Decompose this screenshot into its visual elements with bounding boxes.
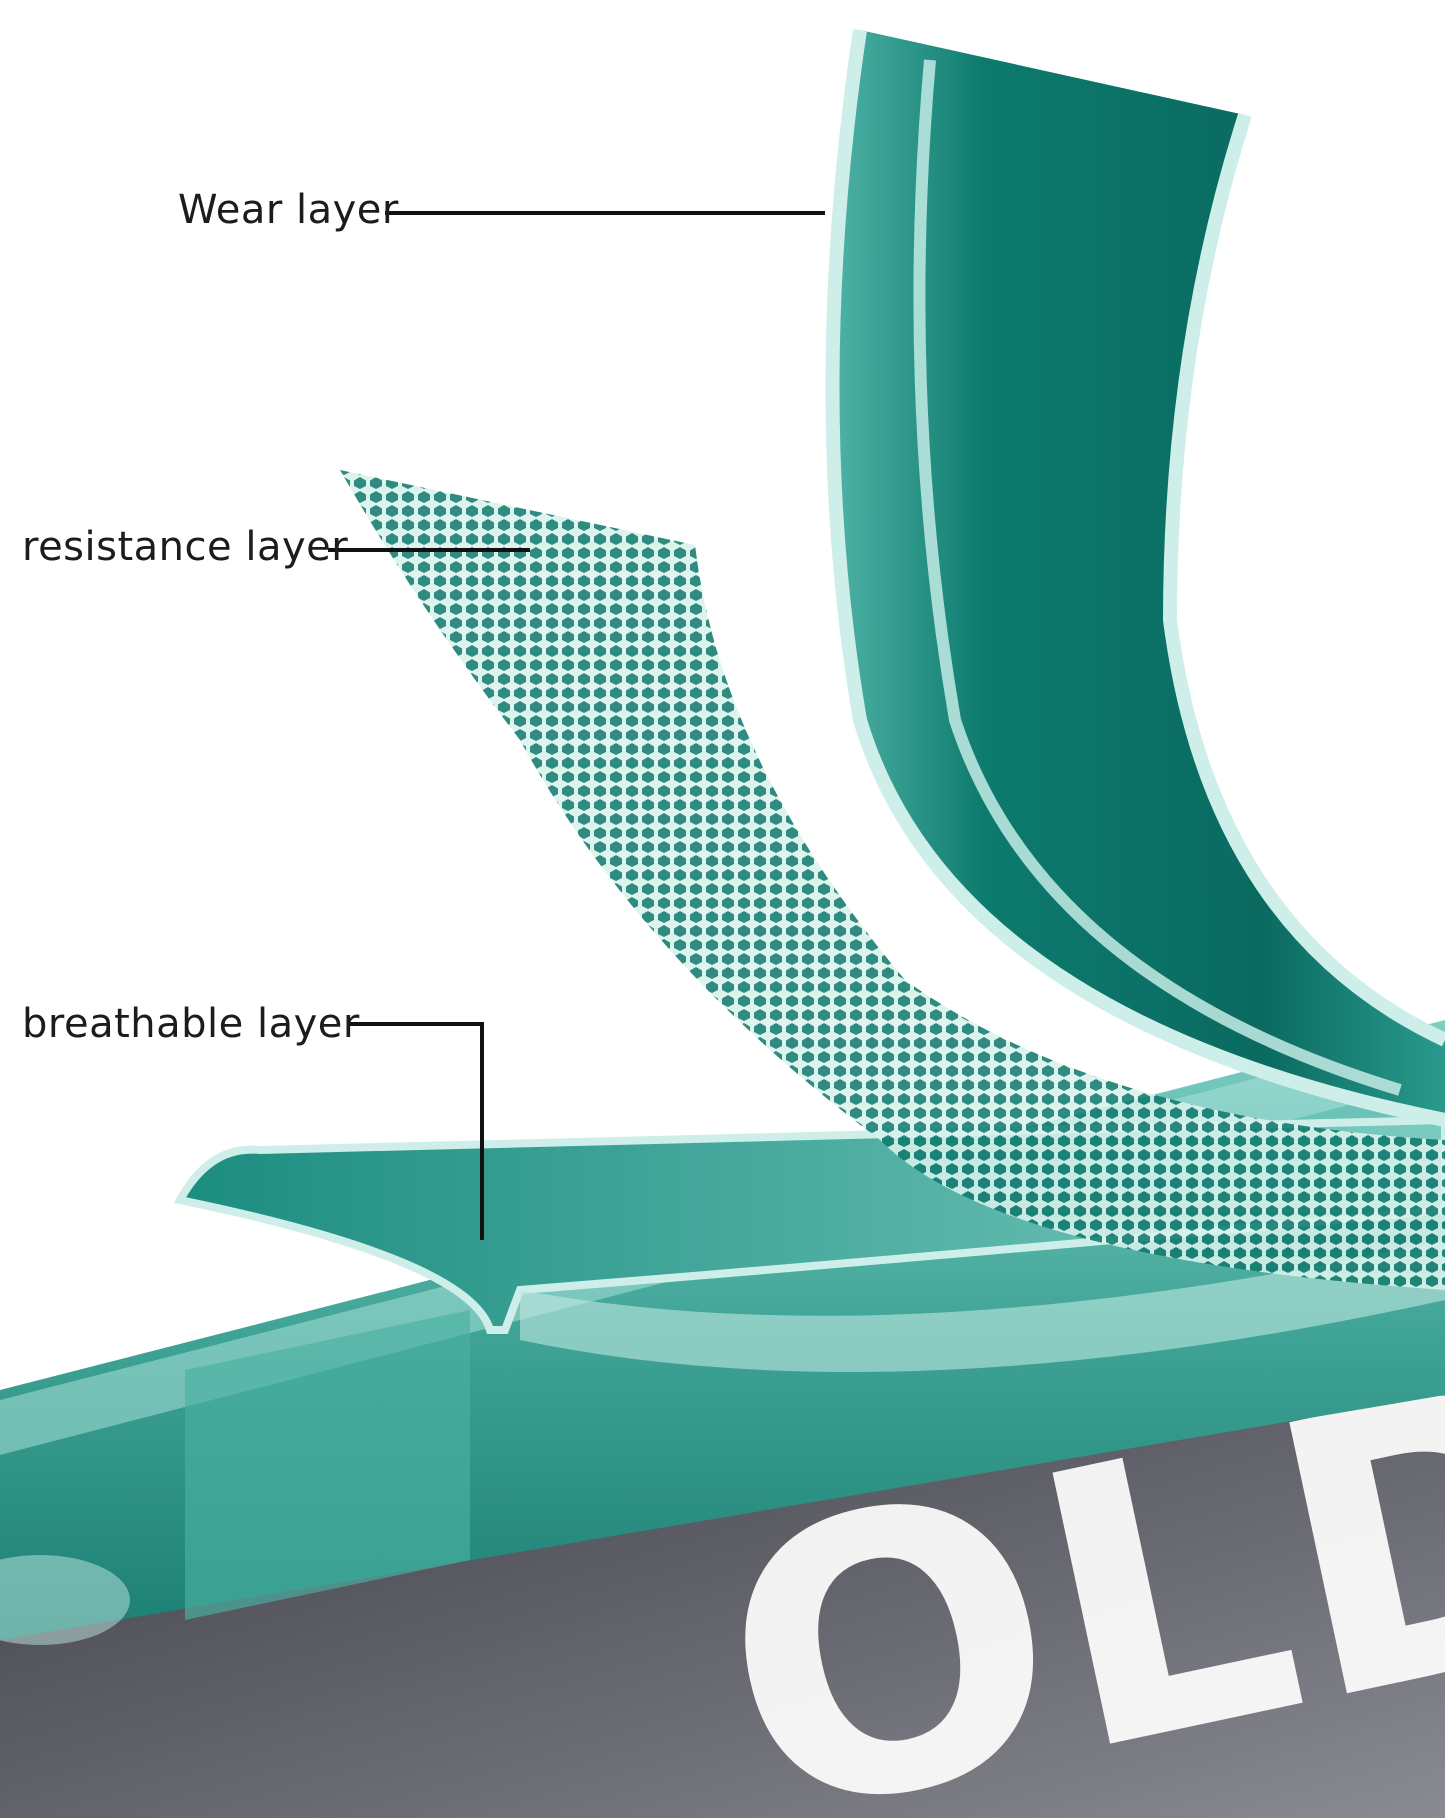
callout-leaders bbox=[328, 211, 825, 1240]
resistance-layer bbox=[340, 470, 1445, 1290]
wear-layer bbox=[825, 28, 1445, 1127]
breathable-layer-label: breathable layer bbox=[22, 1001, 360, 1047]
resistance-layer-label: resistance layer bbox=[22, 524, 349, 570]
wear-layer-label: Wear layer bbox=[178, 187, 399, 233]
breathable-leader-line bbox=[350, 1022, 484, 1240]
